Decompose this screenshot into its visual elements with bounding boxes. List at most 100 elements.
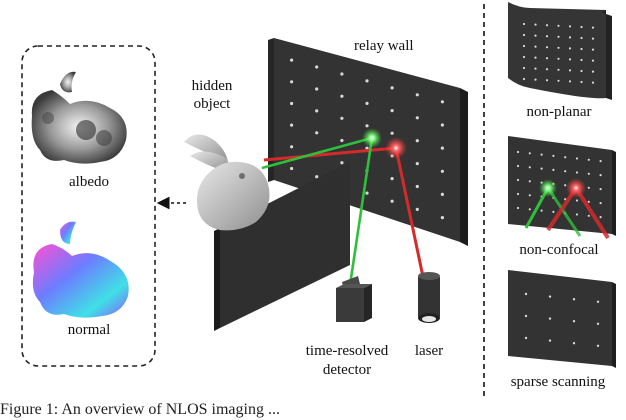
scan-point [596, 344, 600, 347]
scan-point [540, 153, 543, 156]
scan-point [564, 198, 567, 201]
scan-point [568, 80, 572, 83]
scan-point [580, 25, 583, 29]
scan-point [587, 214, 590, 217]
scan-point [440, 192, 444, 196]
scan-point [440, 100, 444, 104]
scan-point [548, 317, 552, 320]
scan-point [568, 69, 572, 72]
scan-point [599, 160, 602, 163]
scan-point [599, 188, 602, 191]
scan-point [552, 168, 555, 171]
scan-point [545, 35, 549, 38]
laser-label: laser [414, 343, 444, 359]
scan-point [516, 150, 520, 154]
scan-point [591, 59, 595, 62]
normal-bunny-image [32, 221, 129, 318]
scan-point [290, 101, 294, 106]
scan-point [390, 199, 394, 203]
scan-point [572, 320, 576, 323]
scan-point [534, 56, 537, 59]
albedo-bunny-image [31, 71, 127, 164]
scan-point [552, 154, 555, 157]
scan-point [516, 164, 520, 168]
scan-point [522, 44, 526, 48]
scan-point [596, 322, 600, 325]
scan-point [524, 336, 528, 340]
scan-point [528, 152, 531, 155]
scan-point [587, 172, 590, 175]
detector-label-line2: detector [322, 362, 372, 378]
scan-point [568, 58, 572, 61]
scan-point [599, 174, 602, 177]
albedo-label: albedo [69, 174, 109, 190]
hidden-object-label-line1: hidden [191, 78, 233, 94]
scan-point [580, 47, 583, 51]
sparse-scanning-thumbnail [508, 270, 616, 368]
scan-point [315, 109, 319, 113]
scan-point [580, 80, 583, 84]
scan-point [415, 139, 419, 143]
scan-point [575, 157, 579, 160]
scan-point [524, 314, 528, 318]
scan-point [564, 156, 567, 159]
non-confocal-label: non-confocal [519, 242, 599, 258]
non-confocal-green-spot [539, 179, 557, 197]
scan-point [564, 170, 567, 173]
laser-spot [385, 137, 407, 159]
scan-point [587, 186, 590, 189]
scan-point [540, 209, 543, 212]
scan-point [572, 342, 576, 345]
scan-point [365, 79, 369, 83]
scan-point [534, 67, 537, 70]
scan-point [522, 77, 526, 81]
scan-point [548, 295, 552, 298]
scan-point [415, 184, 419, 189]
detector-spot [362, 128, 382, 148]
scan-point [440, 216, 444, 220]
scan-point [528, 180, 531, 183]
scan-point [315, 65, 319, 69]
scan-point [365, 191, 369, 195]
scan-point [315, 175, 319, 179]
reconstruction-box [21, 45, 156, 367]
sparse-scanning-label: sparse scanning [510, 374, 606, 390]
scan-point [528, 208, 531, 211]
scan-point [390, 131, 394, 135]
scan-point [557, 24, 560, 27]
light-paths [261, 128, 429, 297]
scan-point [545, 79, 549, 82]
scan-point [390, 109, 394, 113]
scan-point [564, 184, 567, 187]
scan-point [548, 339, 552, 342]
scan-point [390, 177, 394, 181]
scan-point [568, 25, 572, 28]
scan-point [440, 146, 444, 150]
scan-point [568, 36, 572, 39]
scan-point [534, 23, 537, 26]
scan-point [365, 146, 369, 150]
scan-point [415, 162, 419, 166]
non-planar-thumbnail [508, 2, 612, 100]
scan-point [315, 87, 319, 91]
scan-point [390, 86, 394, 90]
scan-point [516, 206, 520, 210]
scan-point [415, 116, 419, 120]
hidden-object-label-line2: object [193, 96, 231, 112]
scan-point [528, 194, 531, 197]
scan-point [340, 72, 344, 76]
scan-point [340, 116, 344, 120]
normal-label: normal [67, 322, 111, 338]
non-confocal-thumbnail [508, 136, 616, 240]
scan-point [365, 124, 369, 128]
scan-point [440, 169, 444, 173]
scan-point [415, 207, 419, 211]
scan-point [572, 298, 576, 301]
occluder-wall [214, 162, 350, 331]
scan-point [516, 192, 520, 196]
scan-point [440, 123, 444, 127]
time-resolved-detector [336, 276, 372, 322]
scan-point [591, 81, 595, 84]
scan-point [340, 138, 344, 143]
scan-point [290, 80, 294, 84]
